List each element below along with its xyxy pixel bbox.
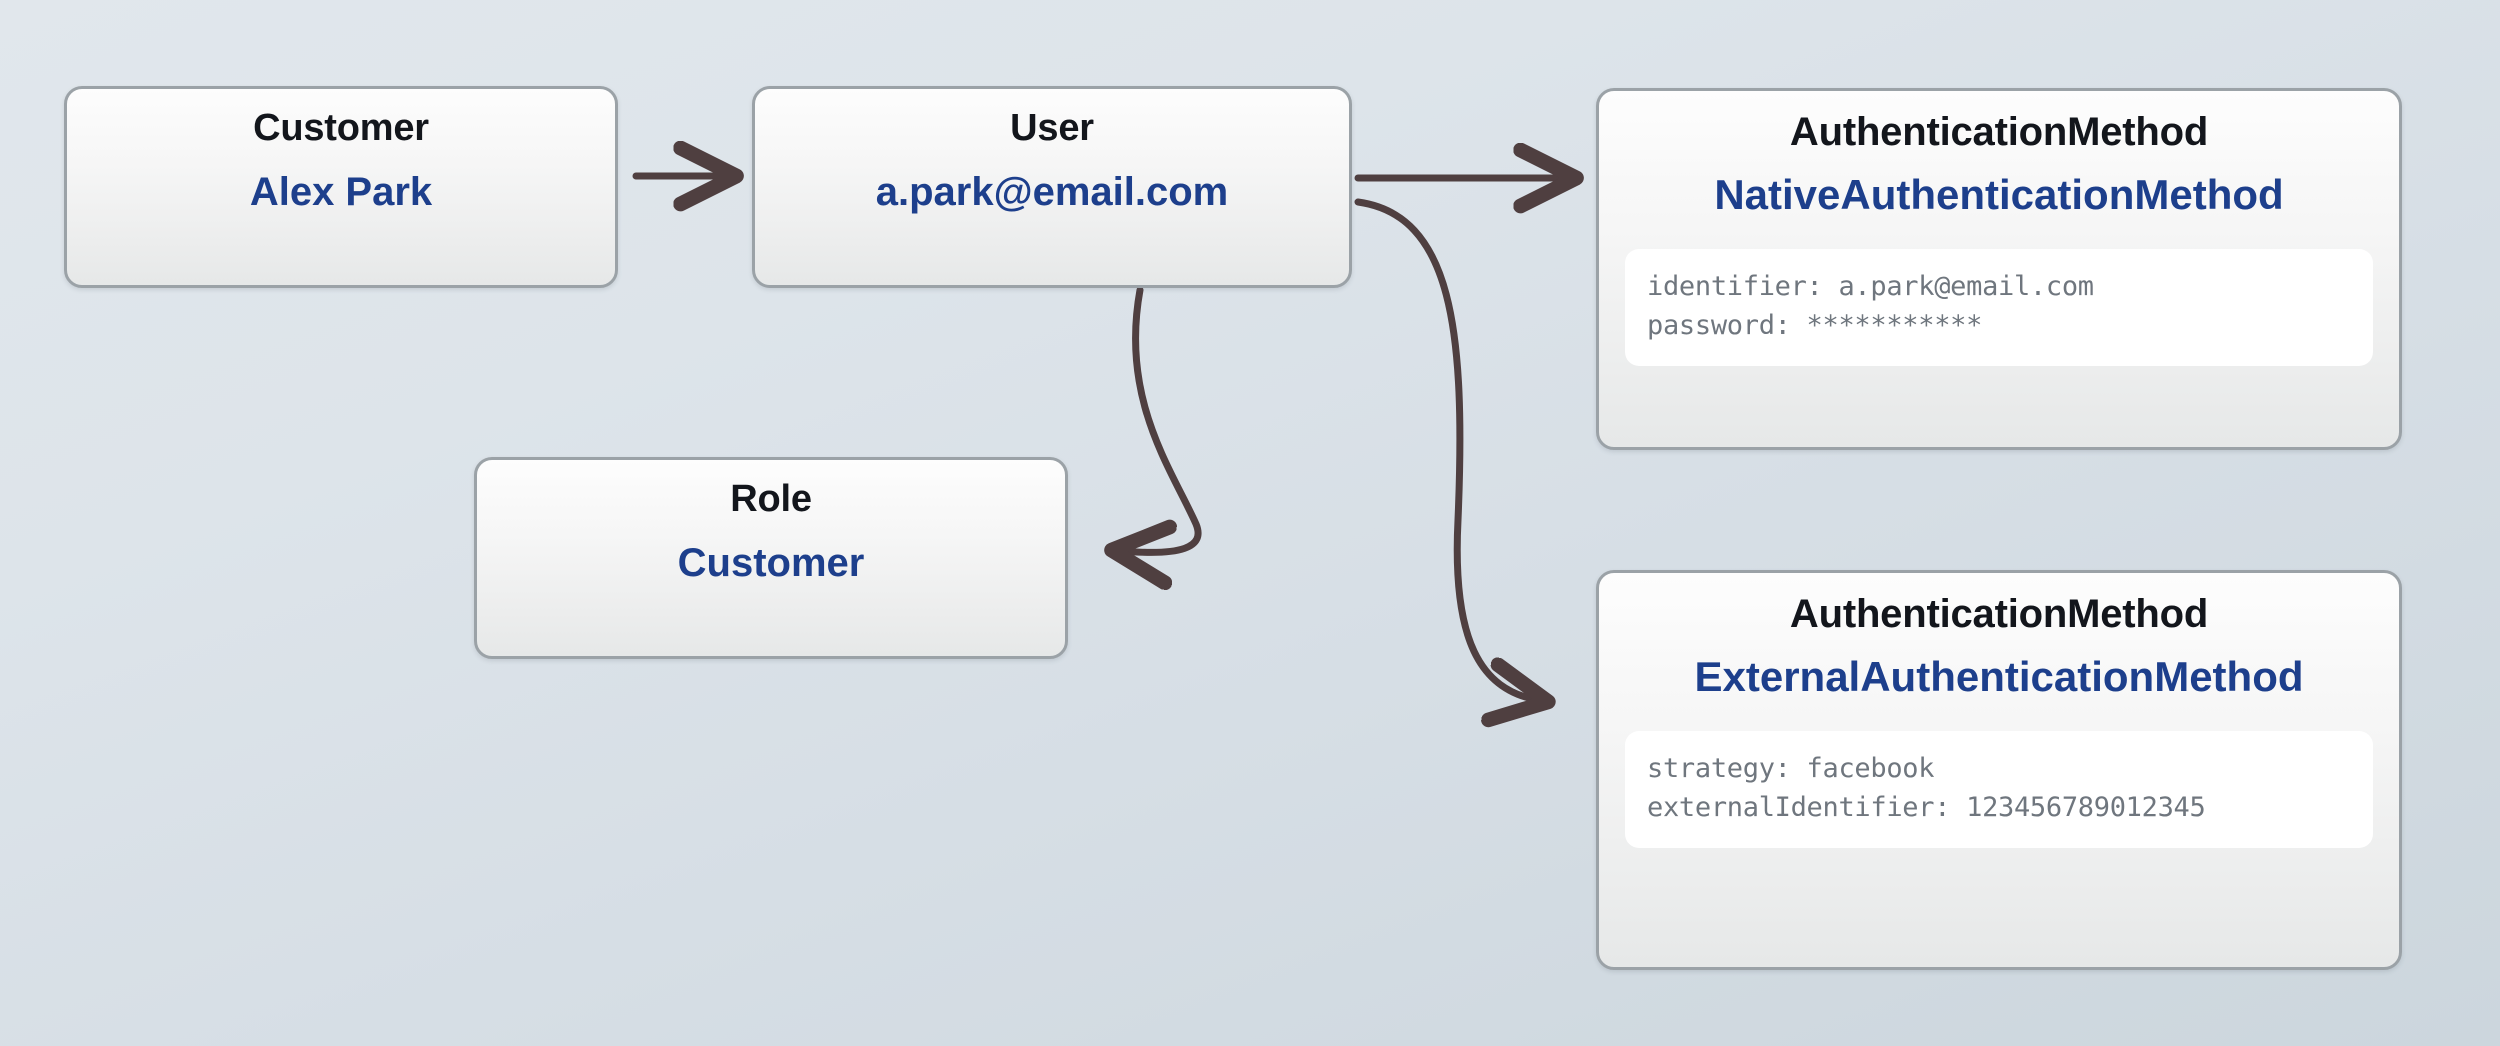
attribute-password: password: *********** <box>1647 310 1983 342</box>
node-customer-value: Alex Park <box>249 169 433 214</box>
attribute-strategy: strategy: facebook <box>1647 753 1935 785</box>
node-auth-external-value: ExternalAuthenticationMethod <box>1694 653 2304 700</box>
node-auth-native-value: NativeAuthenticationMethod <box>1714 171 2284 218</box>
node-customer-title: Customer <box>253 107 429 149</box>
node-auth-native-attributes: identifier: a.park@email.com password: *… <box>1625 249 2373 366</box>
node-auth-native[interactable]: AuthenticationMethod NativeAuthenticatio… <box>1596 88 2402 450</box>
node-auth-external-attributes: strategy: facebook externalIdentifier: 1… <box>1625 731 2373 848</box>
node-auth-external-title: AuthenticationMethod <box>1789 592 2209 636</box>
attribute-external-identifier: externalIdentifier: 123456789012345 <box>1647 792 2206 824</box>
node-user-title: User <box>1010 107 1094 149</box>
edge-user-to-auth-external <box>1354 198 1538 700</box>
attribute-identifier: identifier: a.park@email.com <box>1647 271 2094 303</box>
edge-user-to-role <box>1122 286 1202 552</box>
node-role[interactable]: Role Customer <box>474 457 1068 659</box>
node-role-title: Role <box>730 478 812 520</box>
node-user-value: a.park@email.com <box>875 169 1229 214</box>
node-auth-external[interactable]: AuthenticationMethod ExternalAuthenticat… <box>1596 570 2402 970</box>
node-user[interactable]: User a.park@email.com <box>752 86 1352 288</box>
node-role-value: Customer <box>677 540 865 585</box>
node-customer[interactable]: Customer Alex Park <box>64 86 618 288</box>
node-auth-native-title: AuthenticationMethod <box>1789 110 2209 154</box>
